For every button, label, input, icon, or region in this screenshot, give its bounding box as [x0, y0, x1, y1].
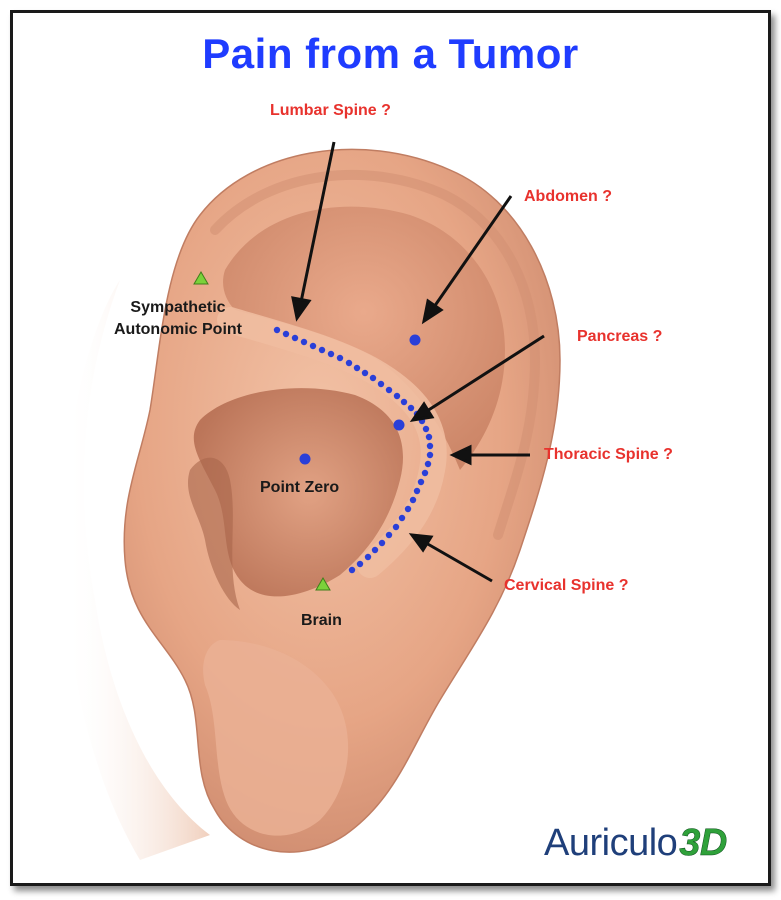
arrow-cervical: [425, 541, 493, 583]
abdomen-point: [409, 334, 421, 346]
brain-triangle: [315, 577, 331, 591]
label-sympathetic-line1: Sympathetic: [130, 299, 226, 316]
arrow-pancreas: [426, 334, 545, 413]
ear-lobe: [203, 640, 349, 836]
label-brain: Brain: [301, 612, 342, 629]
sympathetic-triangle: [193, 271, 209, 285]
logo-text: Auriculo: [544, 822, 678, 864]
label-abdomen: Abdomen ?: [524, 188, 612, 205]
face-shadow: [63, 280, 210, 860]
logo-3d: 3D: [679, 822, 728, 865]
label-pancreas: Pancreas ?: [577, 328, 663, 345]
arrow-lumbar: [299, 141, 336, 303]
label-lumbar-spine: Lumbar Spine ?: [270, 102, 391, 119]
concha: [193, 388, 403, 597]
label-sympathetic-line2: Autonomic Point: [114, 321, 242, 338]
pancreas-point: [393, 419, 405, 431]
diagram-title: Pain from a Tumor: [202, 30, 579, 77]
label-cervical-spine: Cervical Spine ?: [504, 577, 629, 594]
ear-canal: [187, 457, 240, 610]
label-thoracic-spine: Thoracic Spine ?: [544, 446, 673, 463]
label-point-zero: Point Zero: [260, 479, 340, 496]
point-zero-marker: [299, 453, 311, 465]
label-sympathetic: Sympathetic Autonomic Point: [96, 297, 260, 341]
arrow-abdomen: [432, 195, 513, 308]
auriculo3d-logo: Auriculo3D: [544, 822, 728, 865]
upper-fossa: [223, 206, 505, 470]
arrows: [291, 141, 545, 583]
helix-rim: [210, 169, 541, 540]
